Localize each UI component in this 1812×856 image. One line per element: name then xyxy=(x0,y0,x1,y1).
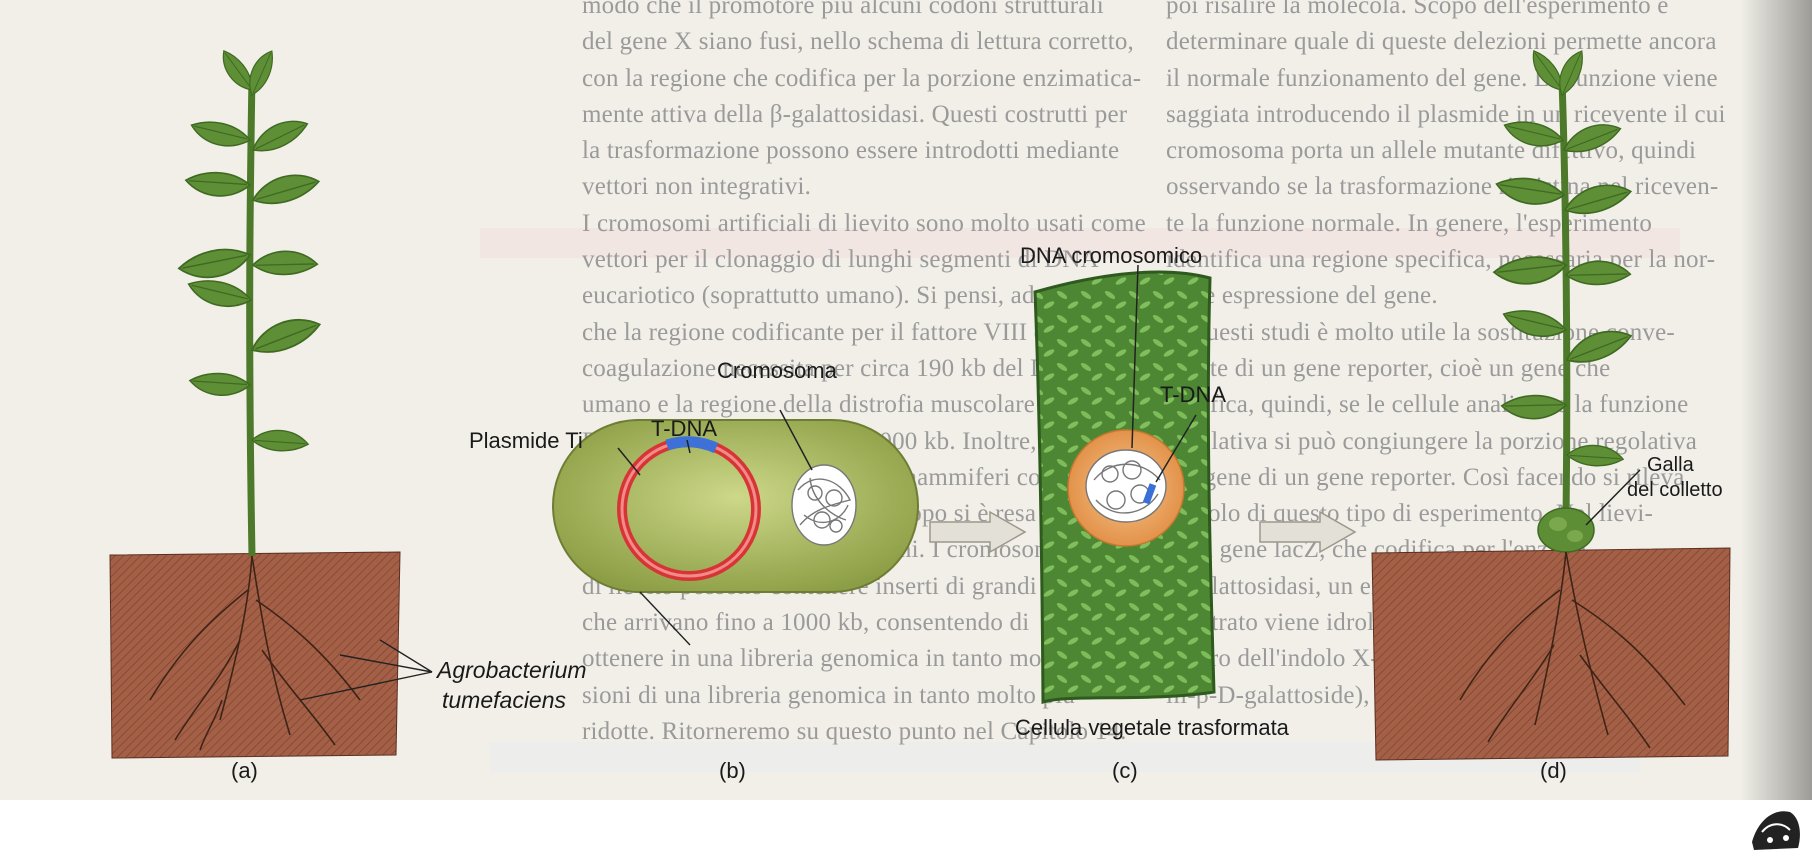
label-agrobacterium: Agrobacterium xyxy=(437,657,587,684)
label-cromosoma: Cromosoma xyxy=(717,358,837,384)
corner-thumbnail-image xyxy=(1748,806,1804,852)
label-tdna-cell: T-DNA xyxy=(1160,382,1226,408)
panel-label-b: (b) xyxy=(719,758,746,784)
panel-b-bacterium xyxy=(553,410,918,592)
panel-c-plant-cell xyxy=(1035,265,1214,702)
panel-d-plant xyxy=(1372,46,1730,760)
label-del-colletto: del colletto xyxy=(1627,479,1723,502)
label-tdna-bacterium: T-DNA xyxy=(651,416,717,442)
panel-label-a: (a) xyxy=(231,758,258,784)
label-galla: Galla xyxy=(1647,454,1694,477)
label-plasmide-ti: Plasmide Ti xyxy=(469,428,583,454)
panel-a-plant xyxy=(110,46,400,758)
panel-label-d: (d) xyxy=(1540,758,1567,784)
panel-label-c: (c) xyxy=(1112,758,1138,784)
label-dna-cromosomico: DNA cromosomico xyxy=(1020,243,1202,269)
label-cellula-vegetale: Cellula vegetale trasformata xyxy=(1015,715,1289,741)
label-tumefaciens: tumefaciens xyxy=(442,687,566,714)
